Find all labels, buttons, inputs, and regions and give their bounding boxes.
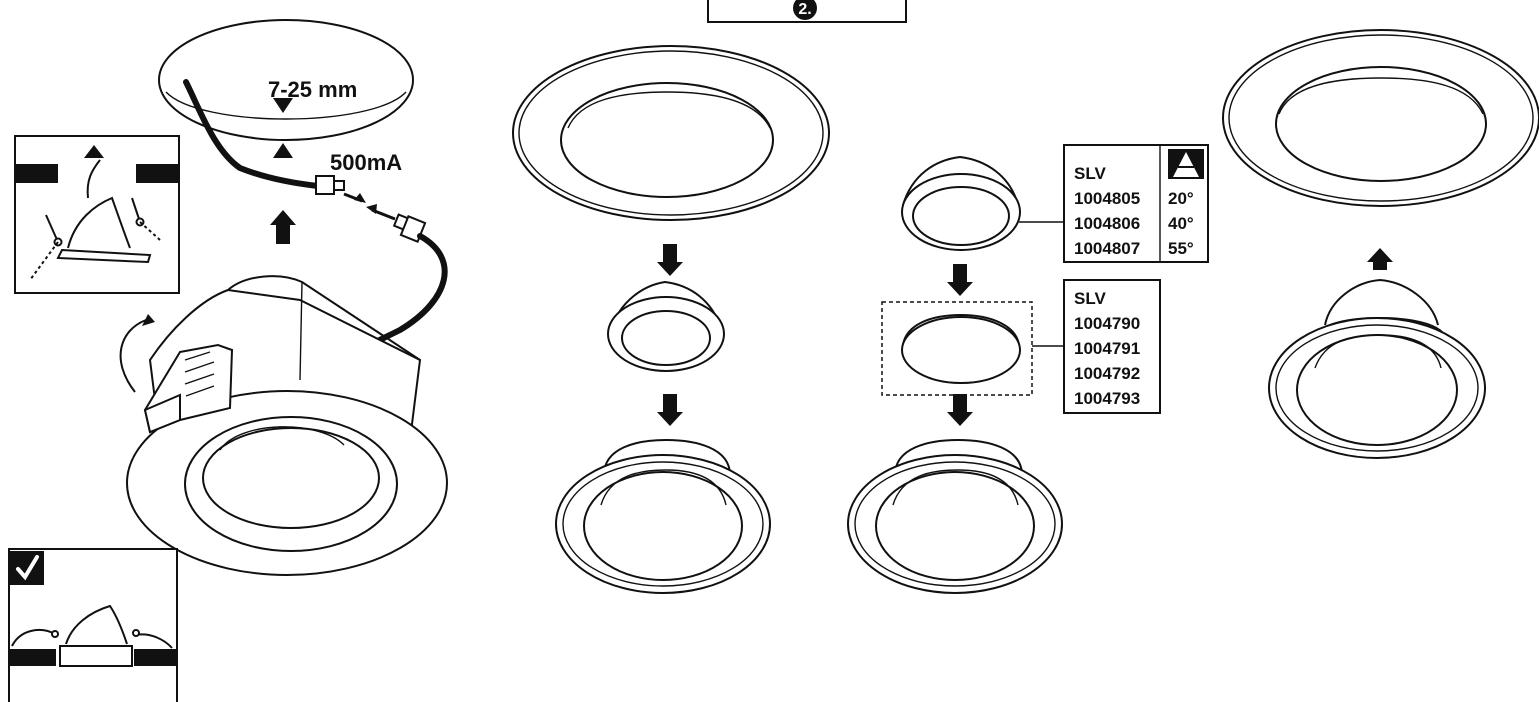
arrow-up-icon [1367, 248, 1393, 270]
cover-code: 1004791 [1074, 339, 1140, 358]
luminaire [126, 275, 448, 576]
col3-cover-frame [881, 301, 1033, 396]
step-number: 2. [798, 1, 811, 18]
arrow-down-icon [947, 394, 973, 426]
reflector-code: 1004805 [1074, 189, 1140, 208]
connection-arrows [343, 192, 396, 221]
col2-assembled-light [555, 438, 771, 594]
beam-angle: 20° [1168, 189, 1194, 208]
gap-arrow-down-icon [273, 98, 293, 113]
col3-reflector [901, 155, 1021, 251]
driver-current-label: 500mA [330, 150, 402, 175]
gap-arrow-up-icon [273, 143, 293, 158]
col4-trim-ring [1222, 29, 1539, 207]
cover-code: 1004792 [1074, 364, 1140, 383]
beam-angle: 40° [1168, 214, 1194, 233]
col3-assembled-light [847, 438, 1063, 594]
reflector-code: 1004807 [1074, 239, 1140, 258]
checkmark-icon [16, 555, 39, 581]
arrow-up-icon [270, 210, 296, 244]
reflector-code: 1004806 [1074, 214, 1140, 233]
step-badge: 2. [707, 0, 907, 23]
arrow-down-icon [657, 244, 683, 276]
reflector-table [1063, 144, 1209, 263]
beam-angle: 55° [1168, 239, 1194, 258]
correct-mounting-inset [8, 548, 178, 702]
luminaire-connector-icon [392, 213, 427, 243]
reflector-brand: SLV [1074, 164, 1106, 183]
cover-code: 1004793 [1074, 389, 1140, 408]
arrow-down-icon [947, 264, 973, 296]
col4-assembled-light [1268, 278, 1486, 459]
step-number-icon [793, 0, 817, 20]
ceiling-cable [183, 79, 321, 189]
cover-table [1063, 279, 1161, 414]
arrow-down-icon [657, 394, 683, 426]
spring-inset [14, 135, 180, 294]
inset-arrow-up-icon [84, 145, 104, 158]
connector-icon [315, 175, 345, 195]
ceiling-cutout [158, 19, 414, 158]
cover-brand: SLV [1074, 289, 1106, 308]
col2-reflector [607, 280, 725, 372]
col2-trim-ring [512, 45, 830, 221]
rotate-arrow-icon [119, 319, 147, 393]
cover-code: 1004790 [1074, 314, 1140, 333]
ceiling-thickness-label: 7-25 mm [268, 77, 357, 102]
